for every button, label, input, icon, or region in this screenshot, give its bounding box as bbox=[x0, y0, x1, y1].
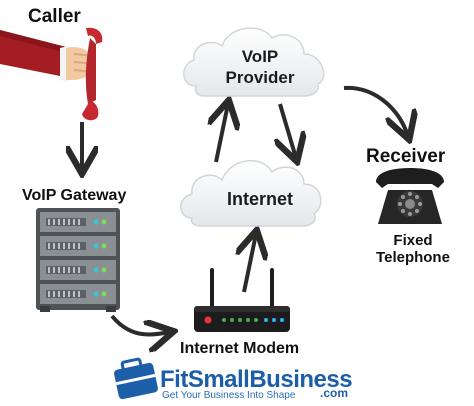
cloud-icon bbox=[183, 27, 325, 97]
fixed-telephone-label: Fixed Telephone bbox=[368, 232, 458, 266]
internet-modem-label: Internet Modem bbox=[180, 340, 300, 357]
arrow-modem-to-internet bbox=[244, 234, 256, 293]
cloud-icon bbox=[180, 159, 322, 227]
arrow-provider-to-receiver bbox=[343, 85, 408, 136]
fixed-telephone-line1: Fixed bbox=[393, 232, 433, 249]
receiver-label: Receiver bbox=[366, 146, 446, 167]
arrow-gateway-to-modem bbox=[110, 314, 170, 335]
brand-tagline: Get Your Business Into Shape bbox=[162, 390, 296, 401]
voip-provider-line2: Provider bbox=[225, 68, 295, 87]
internet-label: Internet bbox=[226, 189, 293, 209]
voip-provider-label: VoIP Provider bbox=[200, 46, 320, 88]
brand-dotcom: .com bbox=[320, 386, 349, 400]
voip-provider-line1: VoIP bbox=[241, 47, 279, 66]
rotary-phone-icon bbox=[376, 168, 444, 224]
arrow-provider-to-internet bbox=[280, 103, 296, 158]
voip-gateway-label: VoIP Gateway bbox=[22, 187, 127, 204]
server-rack-icon bbox=[36, 208, 120, 312]
brand-name: FitSmallBusiness bbox=[160, 366, 353, 393]
router-icon bbox=[194, 268, 290, 332]
fixed-telephone-line2: Telephone bbox=[376, 249, 450, 266]
briefcase-logo-icon bbox=[114, 357, 158, 400]
arrow-internet-to-provider bbox=[216, 104, 228, 163]
phone-handset-icon bbox=[0, 27, 103, 121]
caller-label: Caller bbox=[28, 6, 81, 27]
